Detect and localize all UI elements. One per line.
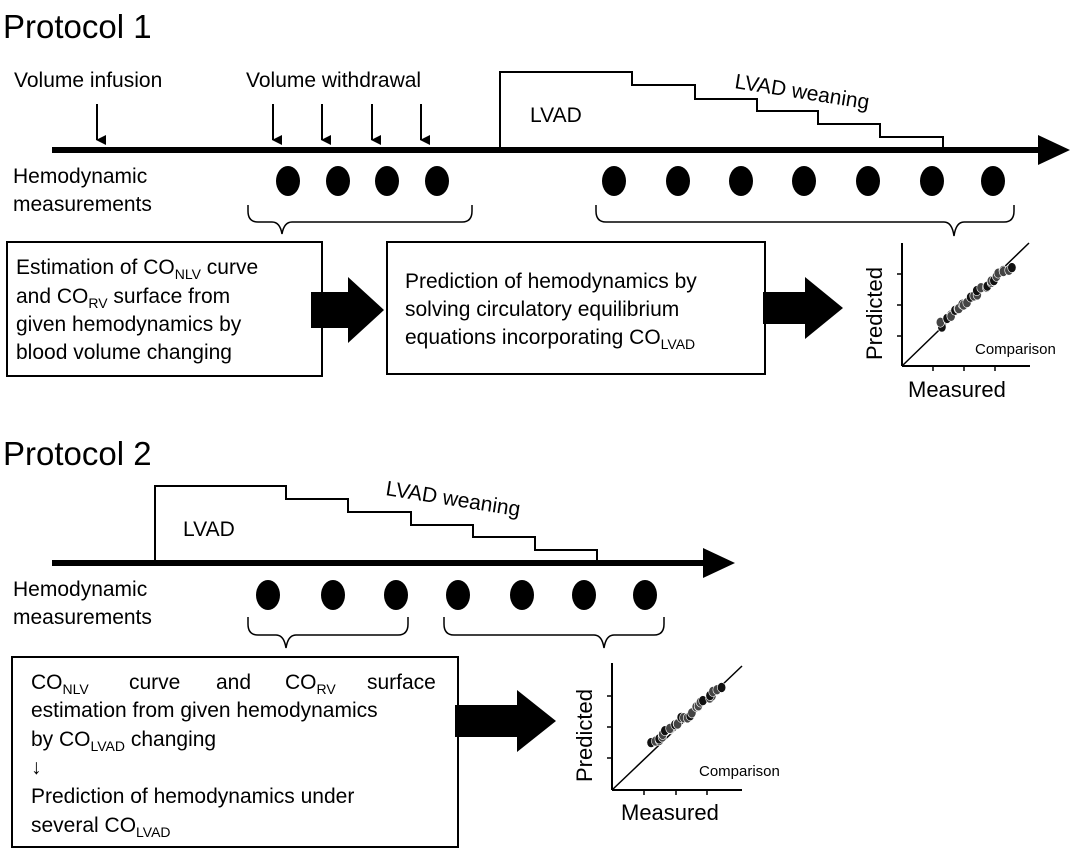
protocol2-right-brace [443, 617, 665, 649]
protocol1-lvad-weaning-label: LVAD weaning [733, 70, 871, 114]
protocol2-title: Protocol 2 [3, 435, 152, 472]
protocol2-lvad-weaning-label: LVAD weaning [384, 477, 522, 521]
box1-line3: given hemodynamics by [16, 313, 242, 336]
protocol2-comparison-label: Comparison [699, 763, 780, 780]
protocol1-measurement-dots [276, 166, 1005, 196]
p2box-line1e: surface [367, 671, 436, 694]
protocol1-comparison-plot [897, 242, 1030, 371]
box2-line2: solving circulatory equilibrium [405, 298, 679, 321]
box2-line3: equations incorporating COLVAD [405, 326, 695, 352]
p2box-line1c: and [216, 671, 251, 694]
box1-line2: and CORV surface from [16, 285, 230, 311]
protocol1-timeline [52, 135, 1070, 165]
p2box-line1a: CONLV [31, 671, 89, 697]
box2-line1: Prediction of hemodynamics by [405, 270, 697, 293]
protocol1-right-brace [595, 205, 1015, 237]
protocol1-plot-points [935, 262, 1017, 333]
protocol2-lvad-label: LVAD [183, 518, 235, 541]
protocol1-title: Protocol 1 [3, 8, 152, 45]
protocol2-hemo-label-line2: measurements [13, 606, 152, 629]
volume-infusion-label: Volume infusion [14, 69, 162, 92]
protocol1-arrow-1 [311, 277, 384, 343]
protocol1-plot-xlabel: Measured [908, 377, 1006, 402]
protocol1-estimation-box [6, 241, 323, 377]
protocol1-lvad-step-profile [499, 71, 944, 150]
volume-withdrawal-label: Volume withdrawal [246, 69, 421, 92]
protocol1-arrow-2 [763, 277, 843, 339]
p2box-line6: several COLVAD [31, 814, 171, 840]
protocol2-hemo-label-line1: Hemodynamic [13, 578, 147, 601]
p2box-line1b: curve [129, 671, 180, 694]
protocol2-plot-xlabel: Measured [621, 800, 719, 825]
protocol2-lvad-step-profile [154, 485, 598, 563]
plot-point [1007, 262, 1017, 273]
p2box-line3: by COLVAD changing [31, 728, 216, 754]
protocol2-estimation-box [11, 656, 459, 848]
protocol2-plot-ylabel: Predicted [572, 689, 597, 782]
protocol2-measurement-dots [256, 580, 657, 610]
protocol2-arrow [455, 690, 556, 752]
protocol2-plot-points [646, 682, 727, 748]
p2box-line5: Prediction of hemodynamics under [31, 785, 354, 808]
protocol2-comparison-plot [607, 663, 743, 795]
box1-line4: blood volume changing [16, 341, 232, 364]
p2box-down-arrow: ↓ [31, 756, 42, 779]
protocol1-hemo-label-line2: measurements [13, 193, 152, 216]
protocol1-lvad-label: LVAD [530, 104, 582, 127]
protocol2-left-brace [247, 617, 409, 649]
box1-line1: Estimation of CONLV curve [16, 256, 258, 282]
plot-point [717, 682, 727, 693]
p2box-line1d: CORV [285, 671, 336, 697]
protocol1-hemo-label-line1: Hemodynamic [13, 165, 147, 188]
protocol1-comparison-label: Comparison [975, 341, 1056, 358]
protocol1-left-brace [247, 205, 473, 235]
volume-withdrawal-arrows [272, 104, 430, 145]
p2box-line2: estimation from given hemodynamics [31, 699, 378, 722]
protocol1-prediction-box [386, 241, 766, 375]
protocol1-plot-ylabel: Predicted [862, 267, 887, 360]
